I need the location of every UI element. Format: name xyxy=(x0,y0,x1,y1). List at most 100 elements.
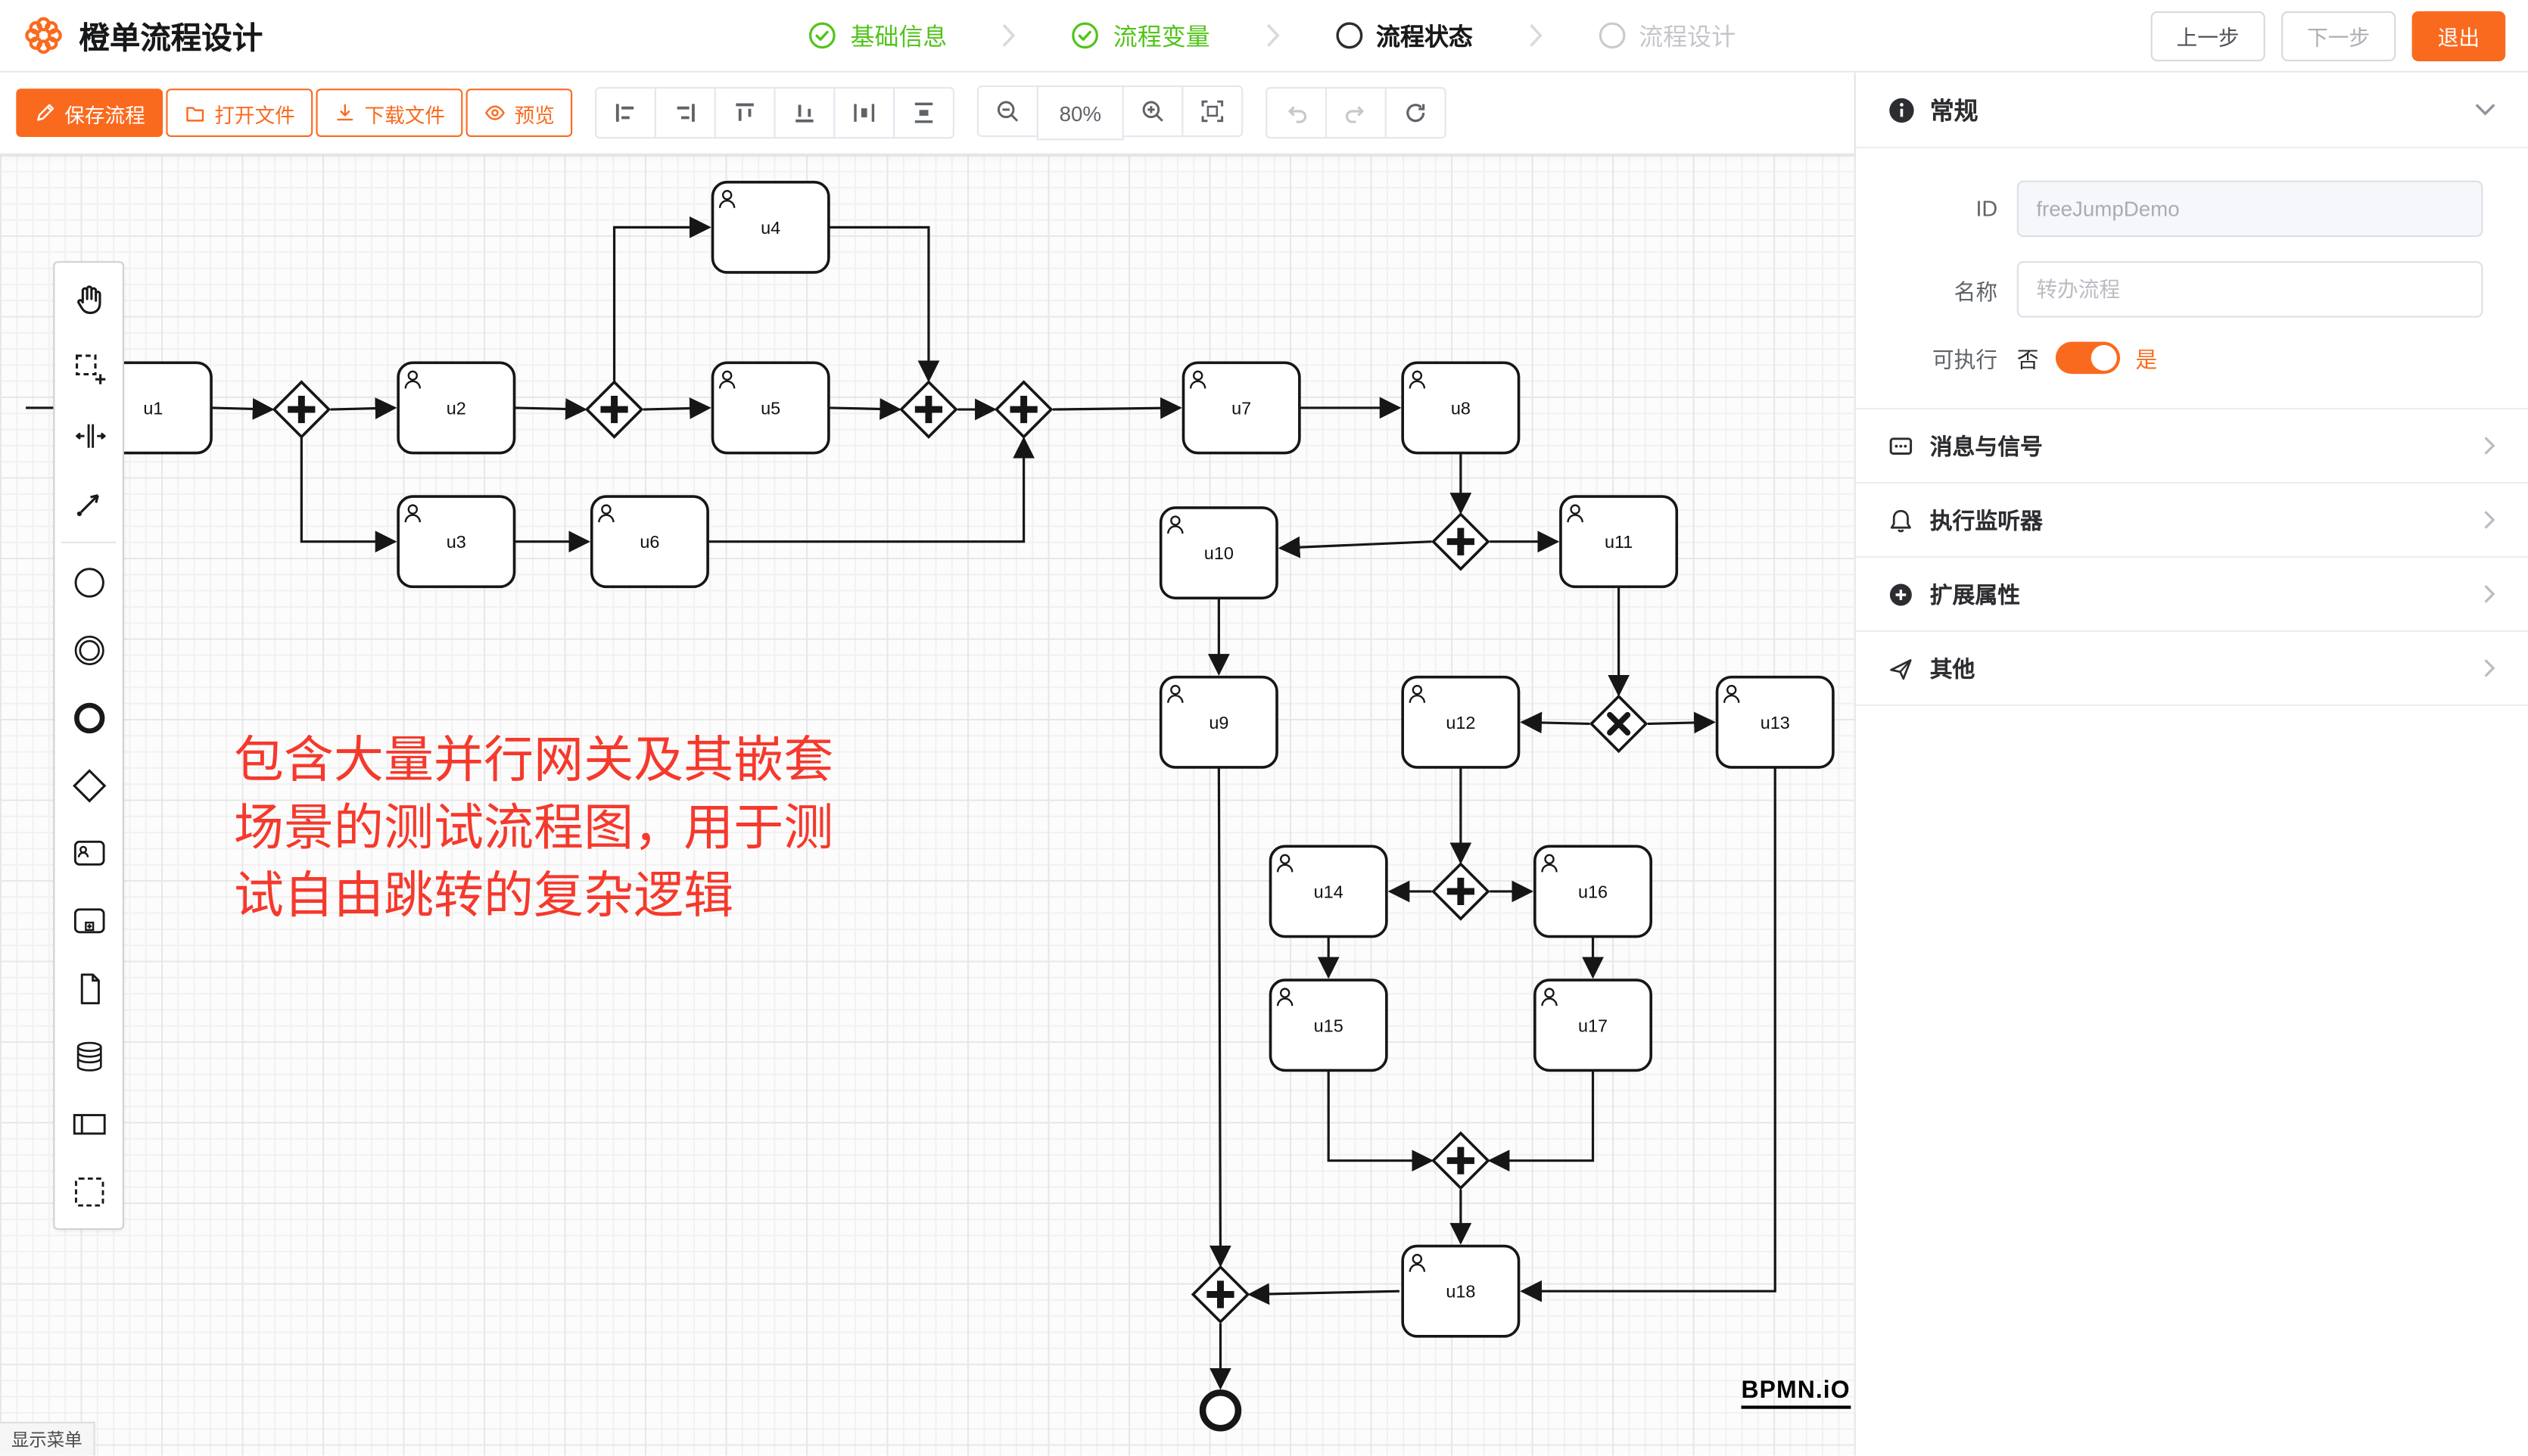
sequence-flow[interactable] xyxy=(708,436,1035,543)
create-subprocess[interactable] xyxy=(57,887,121,954)
show-menu-label[interactable]: 显示菜单 xyxy=(0,1421,95,1456)
zoom-level[interactable]: 80% xyxy=(1036,85,1124,141)
download-file-button[interactable]: 下载文件 xyxy=(316,89,463,138)
task-u15[interactable]: u15 xyxy=(1269,978,1388,1072)
task-u9[interactable]: u9 xyxy=(1159,675,1278,769)
next-step-button[interactable]: 下一步 xyxy=(2281,10,2396,61)
align-left-button[interactable] xyxy=(595,87,657,139)
zoom-out-button[interactable] xyxy=(976,85,1038,138)
bpmn-io-logo[interactable]: BPMN.iO xyxy=(1741,1377,1851,1409)
sequence-flow[interactable] xyxy=(1278,536,1432,558)
space-tool[interactable] xyxy=(57,401,121,468)
parallel-gateway[interactable] xyxy=(1191,1265,1250,1324)
task-u18[interactable]: u18 xyxy=(1401,1244,1521,1338)
task-label: u15 xyxy=(1314,1016,1343,1035)
parallel-gateway[interactable] xyxy=(1431,862,1490,921)
sequence-flow[interactable] xyxy=(828,226,940,383)
create-data-store[interactable] xyxy=(57,1022,121,1089)
step-flow-variables[interactable]: 流程变量 xyxy=(1071,18,1210,52)
task-u17[interactable]: u17 xyxy=(1533,978,1653,1072)
task-u6[interactable]: u6 xyxy=(590,495,709,589)
task-u5[interactable]: u5 xyxy=(711,361,830,455)
task-u3[interactable]: u3 xyxy=(397,495,516,589)
zoom-in-button[interactable] xyxy=(1122,85,1184,138)
align-right-button[interactable] xyxy=(654,87,716,139)
zoom-in-icon xyxy=(1142,101,1163,122)
create-participant[interactable] xyxy=(57,1090,121,1157)
step-flow-design[interactable]: 流程设计 xyxy=(1597,18,1736,52)
create-group[interactable] xyxy=(57,1157,121,1224)
distribute-horizontal-button[interactable] xyxy=(833,87,895,139)
task-u14[interactable]: u14 xyxy=(1269,845,1388,938)
task-u12[interactable]: u12 xyxy=(1401,675,1521,769)
annotation-line: 场景的测试流程图，用于测 xyxy=(233,799,834,857)
sequence-flow[interactable] xyxy=(1520,711,1590,734)
sequence-flow[interactable] xyxy=(612,216,711,382)
create-gateway[interactable] xyxy=(57,751,121,819)
parallel-gateway[interactable] xyxy=(1431,512,1490,571)
parallel-gateway[interactable] xyxy=(994,380,1054,439)
sequence-flow[interactable] xyxy=(514,398,587,420)
task-u11[interactable]: u11 xyxy=(1559,495,1679,589)
create-user-task[interactable] xyxy=(57,819,121,886)
sequence-flow[interactable] xyxy=(211,397,275,420)
end-event[interactable] xyxy=(1199,1389,1242,1432)
prev-step-button[interactable]: 上一步 xyxy=(2150,10,2265,61)
preview-button[interactable]: 预览 xyxy=(465,89,573,138)
sequence-flow[interactable] xyxy=(1210,767,1231,1268)
undo-button[interactable] xyxy=(1266,87,1328,139)
sequence-flow[interactable] xyxy=(330,397,397,419)
parallel-gateway[interactable] xyxy=(899,380,958,439)
save-flow-button[interactable]: 保存流程 xyxy=(16,89,163,138)
open-file-button[interactable]: 打开文件 xyxy=(166,89,313,138)
task-u7[interactable]: u7 xyxy=(1181,361,1301,455)
task-u10[interactable]: u10 xyxy=(1159,506,1278,600)
redo-button[interactable] xyxy=(1325,87,1387,139)
sequence-flow[interactable] xyxy=(1327,1070,1434,1172)
sequence-flow[interactable] xyxy=(1647,711,1716,734)
create-start-event[interactable] xyxy=(57,548,121,615)
executable-toggle[interactable] xyxy=(2054,341,2120,375)
align-bottom-button[interactable] xyxy=(774,87,836,139)
parallel-gateway[interactable] xyxy=(1431,1131,1490,1190)
section-other[interactable]: 其他 xyxy=(1855,632,2528,706)
sequence-flow[interactable] xyxy=(643,397,711,419)
hand-tool[interactable] xyxy=(57,266,121,333)
section-execution-listener[interactable]: 执行监听器 xyxy=(1855,484,2528,558)
section-extended-attributes[interactable]: 扩展属性 xyxy=(1855,558,2528,632)
create-intermediate-event[interactable] xyxy=(57,616,121,683)
task-u13[interactable]: u13 xyxy=(1715,675,1835,769)
sequence-flow[interactable] xyxy=(1487,1070,1595,1172)
distribute-vertical-button[interactable] xyxy=(893,87,955,139)
lasso-tool[interactable] xyxy=(57,334,121,401)
exclusive-gateway[interactable] xyxy=(1589,694,1648,754)
create-data-object[interactable] xyxy=(57,954,121,1022)
align-top-button[interactable] xyxy=(714,87,776,139)
task-u16[interactable]: u16 xyxy=(1533,845,1653,938)
parallel-gateway[interactable] xyxy=(272,380,332,439)
create-end-event[interactable] xyxy=(57,683,121,751)
id-input[interactable] xyxy=(2016,180,2483,238)
task-u4[interactable]: u4 xyxy=(711,180,830,274)
exit-button[interactable]: 退出 xyxy=(2411,10,2506,61)
task-u8[interactable]: u8 xyxy=(1401,361,1521,455)
sequence-flow[interactable] xyxy=(300,437,397,553)
sequence-flow[interactable] xyxy=(1520,767,1776,1302)
sequence-flow[interactable] xyxy=(1247,1283,1399,1305)
chevron-down-icon[interactable] xyxy=(2475,103,2496,116)
annotation-line: 试自由跳转的复杂逻辑 xyxy=(233,866,734,924)
general-section-header[interactable]: 常规 xyxy=(1855,73,2528,148)
parallel-gateway[interactable] xyxy=(584,380,644,439)
reset-button[interactable] xyxy=(1384,87,1446,139)
sequence-flow[interactable] xyxy=(828,398,902,420)
fit-viewport-button[interactable] xyxy=(1181,85,1244,138)
name-input[interactable] xyxy=(2016,261,2483,318)
step-basic-info[interactable]: 基础信息 xyxy=(808,18,947,52)
connect-tool[interactable] xyxy=(57,469,121,537)
sequence-flow[interactable] xyxy=(1052,397,1182,419)
section-messages-signals[interactable]: 消息与信号 xyxy=(1855,409,2528,484)
task-u2[interactable]: u2 xyxy=(397,361,516,455)
step-flow-status[interactable]: 流程状态 xyxy=(1334,18,1473,52)
